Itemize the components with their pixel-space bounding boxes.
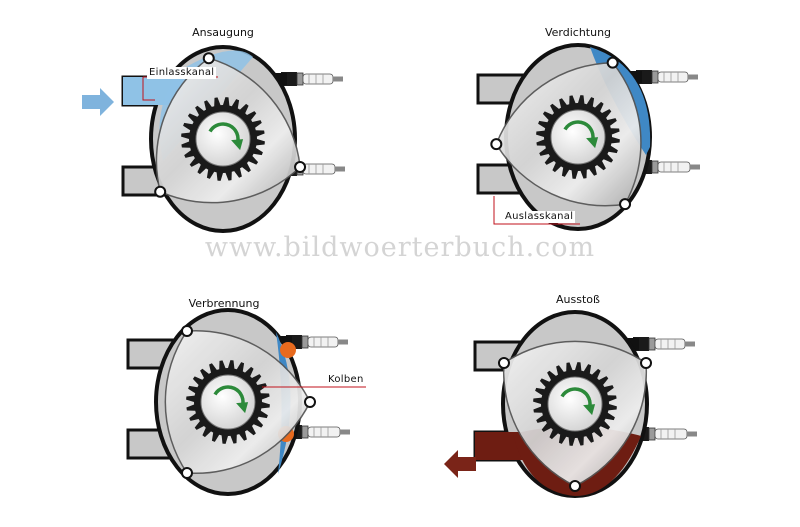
label-einlasskanal: Einlasskanal: [147, 67, 217, 79]
title-verdichtung: Verdichtung: [544, 26, 612, 39]
spark-plug-insulator: [307, 426, 341, 438]
spark-plug-insulator: [302, 73, 334, 85]
leader-einlasskanal: [142, 77, 155, 101]
apex-seal: [181, 467, 193, 480]
apex-seal: [304, 396, 316, 408]
label-kolben: Kolben: [326, 374, 366, 386]
intake-arrow: [82, 88, 114, 116]
gear-hub: [195, 111, 251, 167]
rotation-arrow: [213, 385, 245, 408]
spark-plug-tip: [333, 76, 343, 82]
engine-panel-2: [476, 43, 700, 231]
spark-plug-tip: [338, 339, 348, 345]
spark-plug-insulator: [657, 161, 691, 173]
gear-hub: [200, 374, 256, 430]
apex-seal: [569, 480, 581, 492]
title-verbrennung: Verbrennung: [188, 297, 260, 310]
spark-plug-tip: [335, 166, 345, 172]
apex-seal: [640, 357, 653, 369]
apex-seal: [181, 324, 193, 337]
title-ansaugung: Ansaugung: [192, 26, 254, 39]
apex-seal: [490, 138, 503, 151]
apex-seal: [619, 198, 632, 211]
spark-plug-nut: [296, 72, 304, 86]
spark-plug-insulator: [307, 336, 339, 348]
flame-top: [280, 342, 296, 358]
spark-plug-insulator: [302, 163, 336, 175]
rotation-arrow-head: [583, 404, 596, 416]
title-ausstoss: Ausstoß: [556, 293, 600, 306]
spark-plug-tip: [687, 431, 697, 437]
spark-plug-insulator: [654, 428, 688, 440]
spark-plug-tip: [340, 429, 350, 435]
spark-plug-nut: [648, 427, 656, 441]
spark-plug-insulator: [657, 71, 689, 83]
exhaust-arrow: [444, 450, 476, 478]
apex-seal: [606, 56, 619, 69]
spark-plug-tip: [690, 164, 700, 170]
spark-plug-insulator: [654, 338, 686, 350]
rotation-arrow-head: [231, 139, 244, 151]
spark-plug-nut: [301, 335, 309, 349]
apex-seal: [154, 185, 167, 198]
spark-plug-nut: [301, 425, 309, 439]
spark-plug-tip: [688, 74, 698, 80]
rotation-arrow: [208, 122, 240, 145]
leader-auslasskanal: [493, 196, 580, 225]
apex-seal: [202, 52, 215, 65]
gear-hub: [550, 109, 606, 165]
engine-panel-4: [473, 310, 697, 498]
rotation-arrow: [560, 387, 592, 410]
rotation-arrow-head: [586, 137, 599, 149]
rotation-arrow: [563, 120, 595, 143]
spark-plug-tip: [685, 341, 695, 347]
apex-seal: [294, 161, 307, 174]
rotation-arrow-head: [236, 402, 249, 414]
spark-plug-nut: [648, 337, 656, 351]
apex-seal: [497, 357, 510, 369]
spark-plug-nut: [651, 70, 659, 84]
gear-hub: [547, 376, 603, 432]
label-auslasskanal: Auslasskanal: [503, 211, 576, 223]
watermark: www.bildwoerterbuch.com: [204, 232, 596, 263]
engine-panel-3: [126, 308, 350, 496]
spark-plug-nut: [651, 160, 659, 174]
